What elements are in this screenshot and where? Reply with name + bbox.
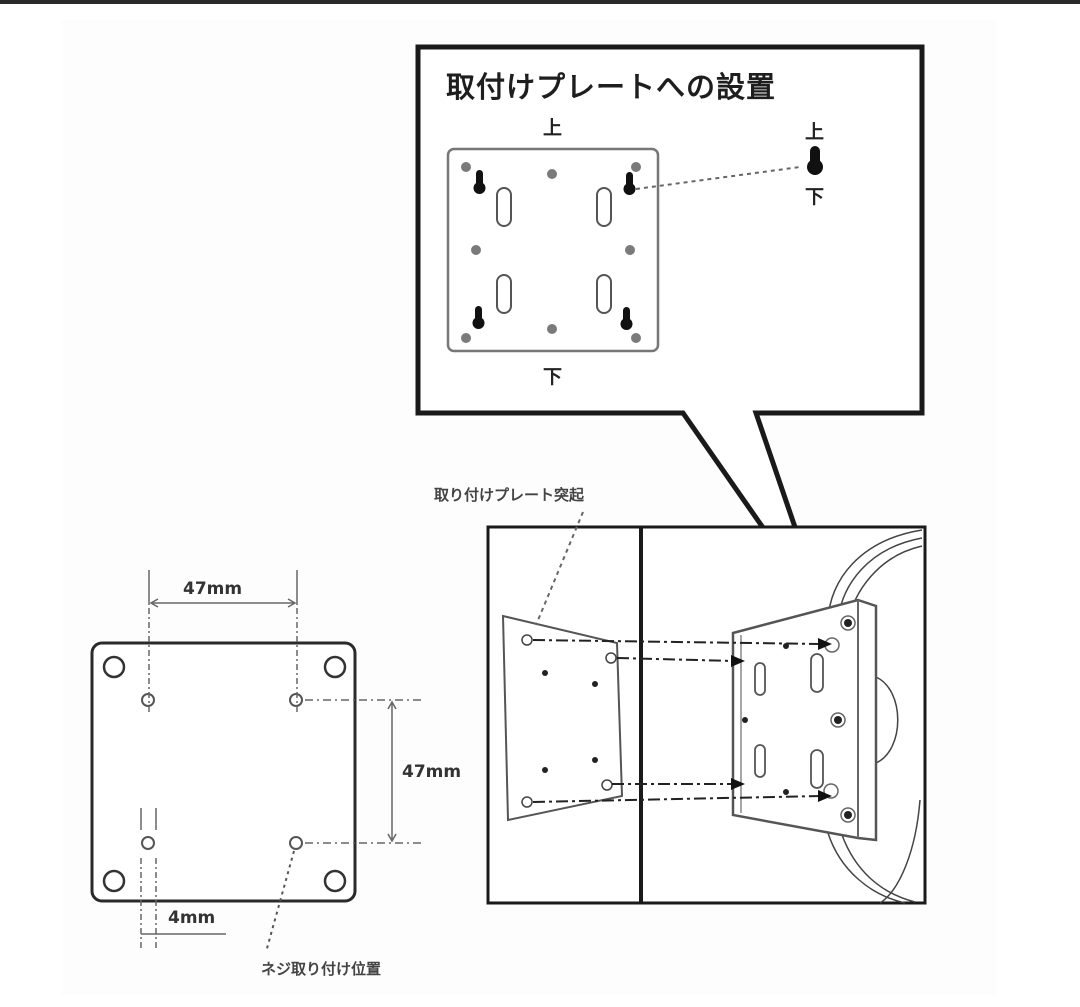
plate-bottom-label: 下: [543, 366, 563, 388]
screw-holes: [141, 693, 303, 850]
wall-plate: [501, 614, 624, 822]
dimension-plate-drawing: [90, 570, 422, 953]
plate-protrusions: [521, 634, 617, 808]
screw-position-label: ネジ取り付け位置: [261, 960, 382, 978]
callout-mounting-plate: [446, 147, 660, 353]
plate-protrusion-label: 取り付けプレート突起: [434, 486, 585, 504]
plate-top-label: 上: [543, 117, 563, 139]
corner-holes: [102, 655, 347, 893]
callout-title: 取付けプレートへの設置: [446, 70, 777, 104]
vertical-slots: [496, 187, 612, 314]
dimension-lines: [140, 570, 422, 950]
keyhole-bottom-label: 下: [805, 186, 825, 208]
alignment-arrows: [532, 639, 823, 803]
keyhole-leader-line: [635, 166, 801, 190]
gray-screw-holes: [461, 162, 641, 343]
offset-dimension-label: 4mm: [168, 908, 216, 928]
arrow-heads: [731, 638, 832, 802]
monitor-screw-holes: [742, 619, 852, 819]
keyhole-detail-icon: [807, 146, 823, 175]
vertical-dimension-label: 47mm: [402, 762, 462, 782]
wall-plate-holes: [542, 670, 598, 773]
monitor-slots: [754, 653, 824, 789]
horizontal-dimension-label: 47mm: [183, 579, 243, 599]
installation-illustration: [486, 511, 927, 905]
top-border-bar: [0, 0, 1080, 4]
keyhole-top-label: 上: [805, 121, 825, 143]
monitor-mount-block: [731, 598, 878, 842]
keyhole-slots: [472, 170, 636, 330]
